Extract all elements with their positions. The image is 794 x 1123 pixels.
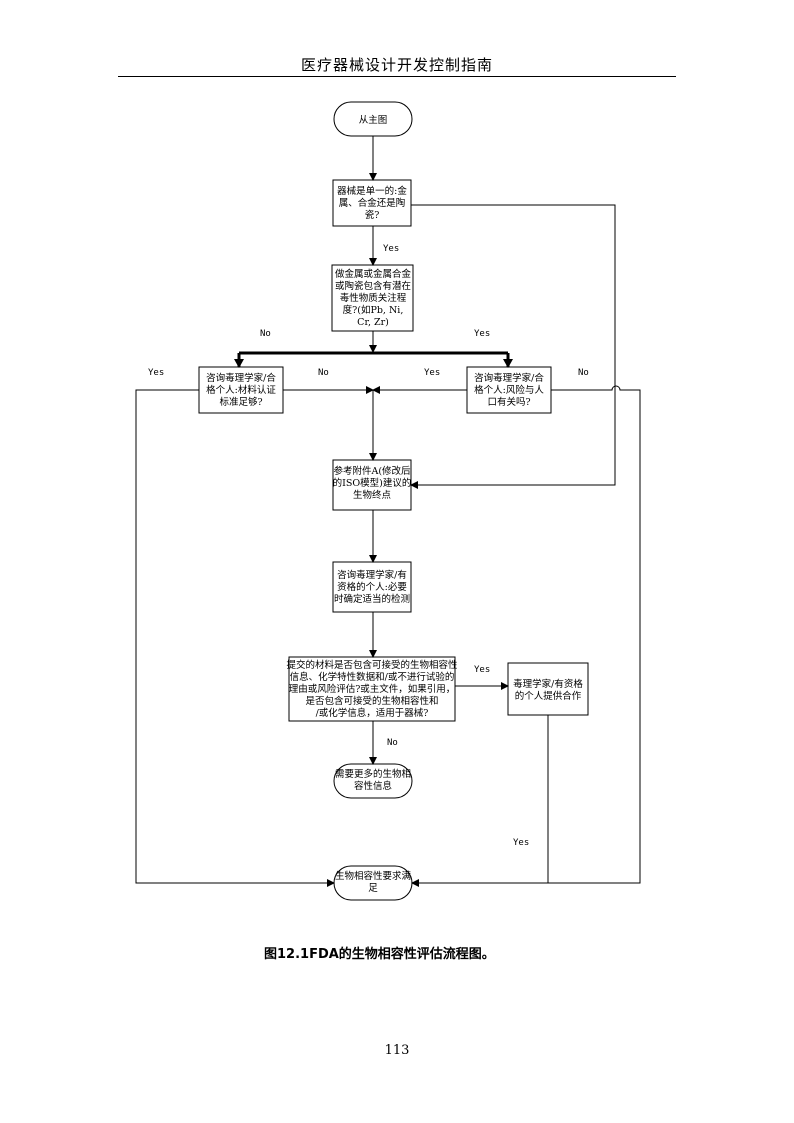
label-left-yes: Yes bbox=[148, 368, 164, 378]
reference-iso-text: 参考附件A(修改后的ISO模型)建议的生物终点 bbox=[333, 465, 412, 501]
consult-right-box bbox=[466, 366, 552, 414]
text-line: 足 bbox=[368, 883, 378, 894]
text-line: 或陶瓷包含有潜在 bbox=[335, 280, 411, 292]
label-cooperate-yes: Yes bbox=[513, 838, 529, 848]
consult-tests-box bbox=[332, 561, 412, 613]
label-q3-yes: Yes bbox=[474, 665, 490, 675]
q-single-material-box bbox=[332, 179, 412, 227]
text-line: 容性信息 bbox=[354, 780, 392, 792]
q-toxic-text: 做金属或金属合金或陶瓷包含有潜在毒性物质关注程度?(如Pb, Ni,Cr, Zr… bbox=[335, 268, 412, 328]
text-line: 从主图 bbox=[359, 114, 388, 126]
text-line: 的ISO模型)建议的 bbox=[333, 477, 412, 489]
text-line: 咨询毒理学家/合 bbox=[474, 372, 544, 384]
text-line: 格个人:风险与人 bbox=[474, 384, 544, 396]
label-right-yes: Yes bbox=[424, 368, 440, 378]
text-line: 属、合金还是陶 bbox=[339, 197, 406, 209]
text-line: 口有关吗? bbox=[487, 396, 530, 408]
text-line: /或化学信息，适用于器械? bbox=[316, 707, 429, 719]
text-line: 提交的材料是否包含可接受的生物相容性 bbox=[286, 659, 458, 671]
need-more-text: 需要更多的生物相容性信息 bbox=[335, 768, 411, 792]
arrow-left-yes-to-end bbox=[135, 389, 335, 887]
toxicologist-cooperate-text: 毒理学家/有资格的个人提供合作 bbox=[513, 678, 583, 702]
text-line: 咨询毒理学家/有 bbox=[337, 569, 407, 581]
text-line: 参考附件A(修改后 bbox=[333, 465, 411, 477]
arrow-split-right-head bbox=[503, 359, 513, 368]
text-line: 做金属或金属合金 bbox=[335, 268, 412, 280]
label-q2-yes: Yes bbox=[474, 329, 490, 339]
text-line: 资格的个人:必要 bbox=[337, 581, 407, 593]
text-line: 瓷? bbox=[365, 209, 380, 221]
text-line: 理由或风险评估?或主文件，如果引用， bbox=[289, 683, 456, 695]
label-q3-no: No bbox=[387, 738, 398, 748]
text-line: 标准足够? bbox=[219, 396, 262, 408]
text-line: 器械是单一的:金 bbox=[337, 185, 407, 197]
label-right-no: No bbox=[578, 368, 589, 378]
arrow-q1-no-to-iso bbox=[410, 204, 616, 489]
arrow-right-no-to-end bbox=[411, 385, 641, 887]
label-q2-no: No bbox=[260, 329, 271, 339]
text-line: 时确定适当的检测 bbox=[334, 593, 410, 605]
end-text: 生物相容性要求满足 bbox=[335, 870, 412, 894]
header-rule bbox=[118, 76, 676, 77]
label-q1-yes: Yes bbox=[383, 244, 399, 254]
label-left-no: No bbox=[318, 368, 329, 378]
text-line: 是否包含可接受的生物相容性和 bbox=[305, 695, 438, 707]
page-number: 113 bbox=[384, 1043, 410, 1058]
text-line: 需要更多的生物相 bbox=[335, 768, 411, 780]
start-label: 从主图 bbox=[359, 114, 388, 126]
toxicologist-cooperate-box bbox=[507, 662, 589, 716]
text-line: 度?(如Pb, Ni, bbox=[343, 304, 404, 316]
arrow-split-left-head bbox=[234, 359, 244, 368]
text-line: Cr, Zr) bbox=[357, 317, 389, 328]
page-header-title: 医疗器械设计开发控制指南 bbox=[300, 56, 493, 74]
consult-right-text: 咨询毒理学家/合格个人:风险与人口有关吗? bbox=[474, 372, 544, 408]
text-line: 毒理学家/有资格 bbox=[513, 678, 583, 690]
text-line: 格个人:材料认证 bbox=[206, 384, 276, 396]
q-single-material-text: 器械是单一的:金属、合金还是陶瓷? bbox=[337, 185, 407, 221]
text-line: 信息、化学特性数据和/或不进行试验的 bbox=[290, 671, 455, 683]
text-line: 咨询毒理学家/合 bbox=[206, 372, 276, 384]
consult-left-text: 咨询毒理学家/合格个人:材料认证标准足够? bbox=[206, 372, 276, 408]
text-line: 生物相容性要求满 bbox=[335, 870, 412, 882]
q-submitted-text: 提交的材料是否包含可接受的生物相容性信息、化学特性数据和/或不进行试验的理由或风… bbox=[286, 659, 458, 719]
consult-tests-text: 咨询毒理学家/有资格的个人:必要时确定适当的检测 bbox=[334, 569, 410, 605]
text-line: 的个人提供合作 bbox=[515, 690, 582, 702]
q-submitted-box bbox=[288, 656, 456, 722]
text-line: 生物终点 bbox=[353, 489, 392, 501]
text-line: 毒性物质关注程 bbox=[340, 292, 407, 304]
figure-caption: 图12.1FDA的生物相容性评估流程图。 bbox=[264, 947, 495, 962]
